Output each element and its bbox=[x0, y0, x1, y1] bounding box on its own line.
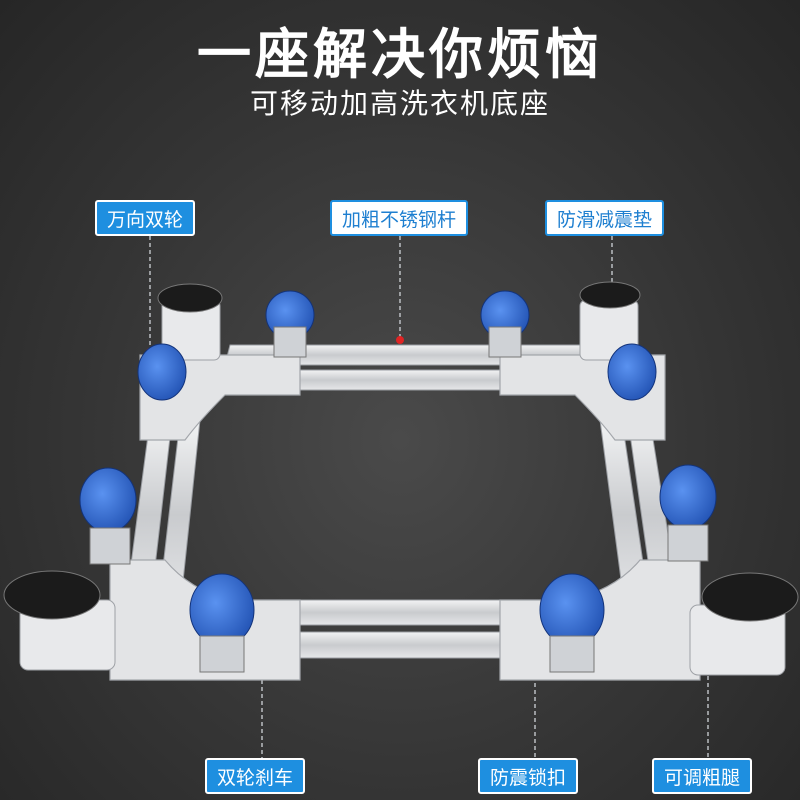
anti-slip-feet bbox=[3, 281, 799, 676]
wheel bbox=[265, 290, 315, 358]
caster-wheels bbox=[79, 290, 717, 673]
wheel bbox=[137, 343, 187, 401]
callout-thick-steel-bar: 加粗不锈钢杆 bbox=[330, 200, 469, 236]
callout-anti-slip-pad: 防滑减震垫 bbox=[545, 200, 665, 236]
callout-adjustable-leg: 可调粗腿 bbox=[652, 758, 753, 794]
callout-universal-wheel: 万向双轮 bbox=[95, 200, 196, 236]
callout-double-wheel-brake: 双轮刹车 bbox=[205, 758, 306, 794]
page-title: 一座解决你烦恼 bbox=[197, 23, 603, 86]
wheel bbox=[189, 573, 255, 673]
wheel bbox=[539, 573, 605, 673]
wheel bbox=[79, 467, 137, 565]
wheel bbox=[607, 343, 657, 401]
wheel bbox=[659, 464, 717, 562]
wheel bbox=[480, 290, 530, 358]
page-subtitle: 可移动加高洗衣机底座 bbox=[249, 87, 550, 120]
callout-shockproof-lock: 防震锁扣 bbox=[478, 758, 579, 794]
